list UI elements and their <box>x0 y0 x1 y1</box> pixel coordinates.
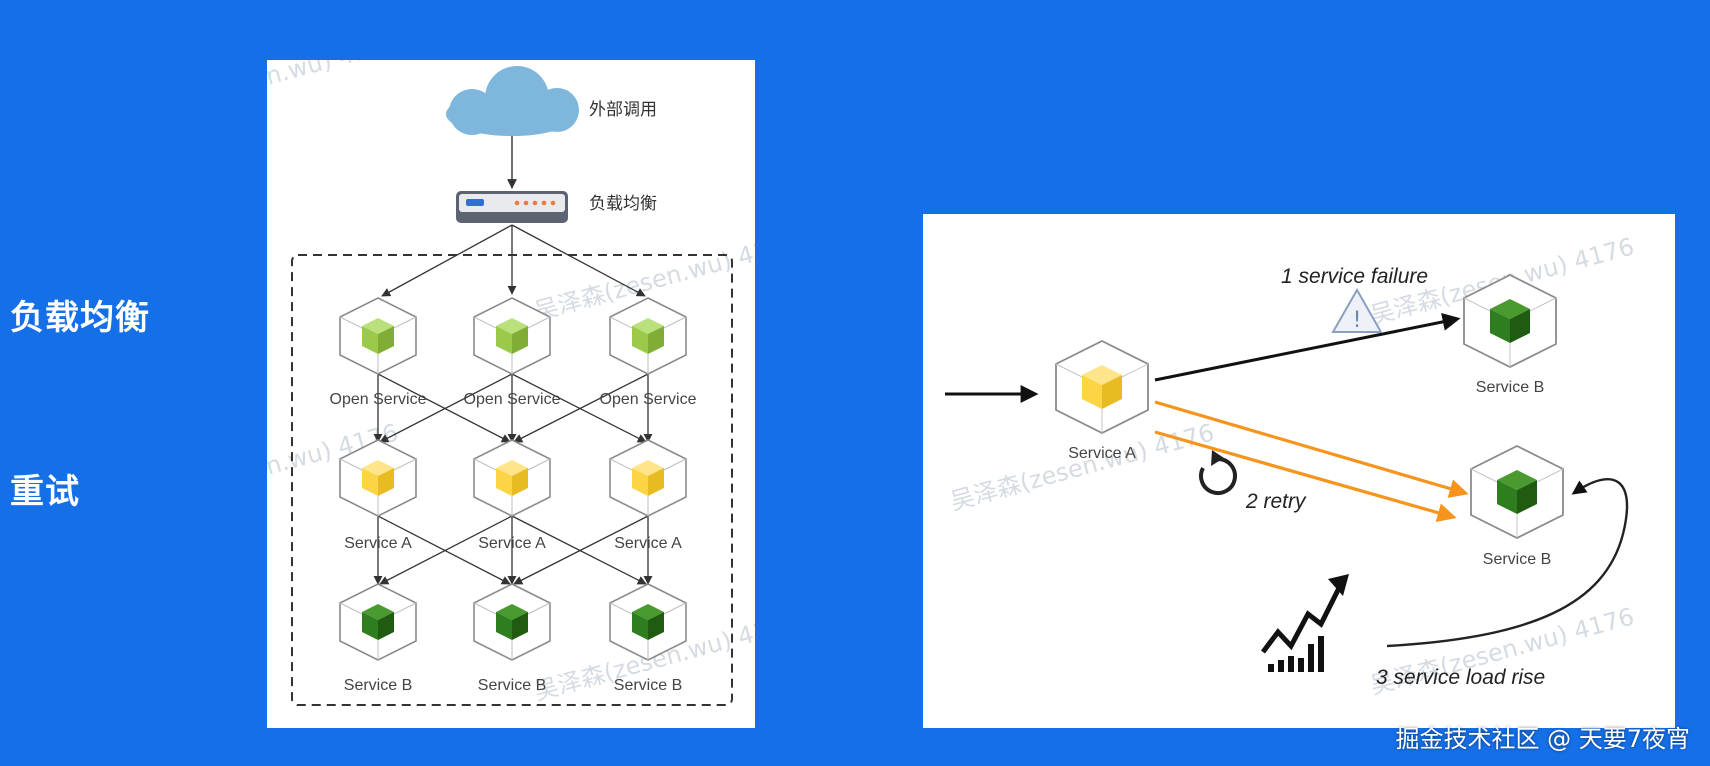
service-b-label: Service B <box>478 677 546 694</box>
service-a-node <box>473 439 551 517</box>
footer-credit: 掘金技术社区 @ 天要7夜宵 <box>1395 725 1690 753</box>
service-a-node <box>609 439 687 517</box>
failure-label: 1 service failure <box>1281 265 1428 288</box>
service-b-node <box>473 583 551 661</box>
open-service-node <box>473 297 551 375</box>
warning-icon: ! <box>1331 287 1383 333</box>
router-icon <box>456 191 568 223</box>
service-b-node <box>1463 274 1557 368</box>
open-service-node <box>339 297 417 375</box>
open-service-node <box>609 297 687 375</box>
service-a-label: Service A <box>614 535 682 552</box>
service-a-label: Service A <box>1068 445 1136 462</box>
service-b-node <box>339 583 417 661</box>
open-service-label: Open Service <box>464 391 561 408</box>
service-a-node <box>1055 340 1149 434</box>
external-call-label: 外部调用 <box>589 100 657 120</box>
retry-icon <box>1199 450 1237 495</box>
service-a-label: Service A <box>478 535 546 552</box>
service-b-top-label: Service B <box>1476 379 1544 396</box>
svg-text:!: ! <box>1353 308 1362 333</box>
open-service-label: Open Service <box>600 391 697 408</box>
load-feedback-arrow <box>1386 477 1629 648</box>
label-retry: 重试 <box>10 472 80 512</box>
load-balance-svg: 吴泽森(zesen.wu) 4176 吴泽森(zesen.wu) 4176 吴泽… <box>267 60 755 706</box>
retry-svg: 吴泽森(zesen.wu) 4176 吴泽森(zesen.wu) 4176 吴泽… <box>945 232 1637 700</box>
watermark: 吴泽森(zesen.wu) 4176 <box>267 60 401 126</box>
service-b-bottom-label: Service B <box>1483 551 1551 568</box>
service-b-label: Service B <box>344 677 412 694</box>
load-balance-diagram: 吴泽森(zesen.wu) 4176 吴泽森(zesen.wu) 4176 吴泽… <box>267 60 755 728</box>
label-load-balance: 负载均衡 <box>10 298 150 338</box>
load-balancer-label: 负载均衡 <box>589 194 657 214</box>
cloud-icon <box>446 66 579 136</box>
open-service-label: Open Service <box>330 391 427 408</box>
retry-label: 2 retry <box>1245 490 1307 513</box>
service-b-node <box>609 583 687 661</box>
service-a-label: Service A <box>344 535 412 552</box>
service-b-node <box>1470 445 1564 539</box>
watermark: 吴泽森(zesen.wu) 4176 <box>947 418 1217 515</box>
service-b-label: Service B <box>614 677 682 694</box>
load-rise-label: 3 service load rise <box>1376 666 1545 689</box>
retry-diagram: 吴泽森(zesen.wu) 4176 吴泽森(zesen.wu) 4176 吴泽… <box>923 214 1675 728</box>
service-a-node <box>339 439 417 517</box>
trend-up-icon <box>1261 574 1349 672</box>
